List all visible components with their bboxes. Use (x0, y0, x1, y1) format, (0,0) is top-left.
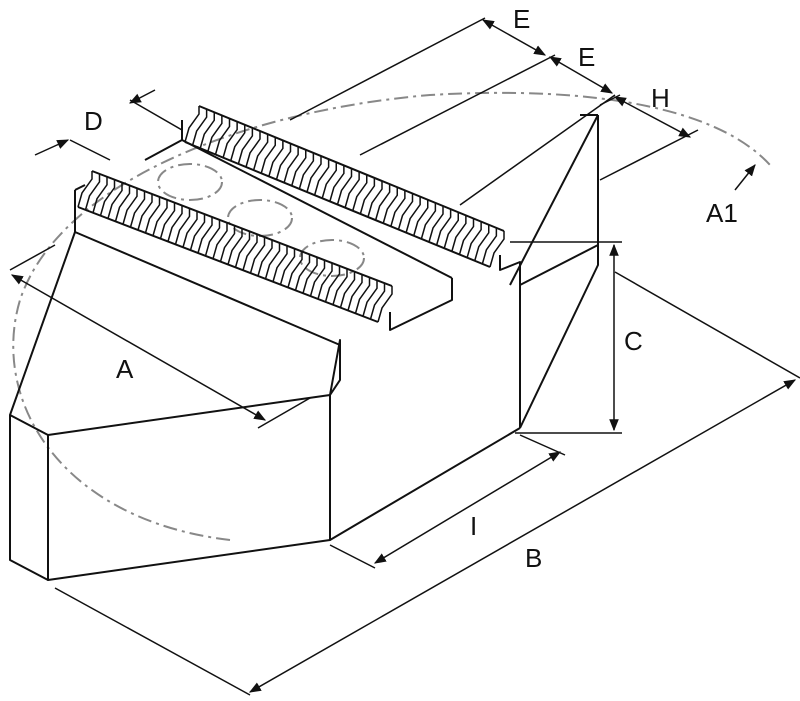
a1-centerline (12, 91, 771, 541)
tooth (242, 234, 258, 271)
tooth (369, 283, 386, 320)
tooth (212, 222, 228, 259)
tooth (339, 271, 356, 308)
tooth (390, 190, 406, 227)
tooth (362, 280, 378, 317)
tooth (474, 224, 490, 261)
tooth (309, 260, 326, 297)
tooth (466, 221, 482, 258)
tooth (275, 143, 292, 180)
tooth (257, 240, 273, 277)
tooth (197, 217, 213, 254)
label-e-2: E (578, 42, 595, 72)
tooth (413, 199, 429, 236)
tooth (420, 202, 437, 240)
tooth (159, 202, 176, 239)
tooth (144, 196, 161, 234)
tooth (283, 146, 299, 183)
tooth (359, 177, 376, 215)
tooth (458, 218, 475, 255)
tooth (321, 162, 337, 199)
tooth (279, 248, 296, 285)
tooth (306, 156, 322, 193)
tooth-strip-front (77, 170, 393, 323)
tooth (377, 286, 393, 323)
tooth (352, 174, 368, 211)
tooth (336, 168, 353, 205)
tooth (84, 173, 101, 211)
tooth (174, 208, 191, 245)
tooth (234, 231, 251, 268)
tooth (199, 112, 215, 149)
tooth (481, 227, 498, 265)
tooth (347, 274, 363, 311)
tooth (489, 231, 505, 268)
tooth (191, 109, 208, 146)
tooth (219, 225, 236, 262)
tooth (245, 131, 261, 168)
tooth (443, 212, 459, 249)
tooth (264, 242, 281, 280)
serrated-teeth (77, 105, 505, 323)
tooth (227, 228, 243, 265)
tooth (294, 254, 311, 291)
label-a: A (116, 354, 134, 384)
tooth (344, 171, 360, 208)
tooth (428, 206, 444, 243)
tooth (249, 237, 266, 274)
tooth (107, 182, 123, 219)
tooth (182, 211, 198, 248)
tooth (367, 181, 383, 218)
tooth-strip-edge (77, 170, 393, 323)
tooth (137, 194, 153, 231)
dimension-lines (9, 17, 800, 696)
tooth (268, 140, 284, 177)
tooth (287, 251, 303, 288)
label-i: I (470, 511, 477, 541)
label-a1: A1 (706, 198, 738, 228)
tooth (451, 215, 467, 252)
tooth (317, 263, 333, 300)
tooth (354, 277, 371, 314)
tooth (302, 257, 318, 294)
tooth (324, 265, 341, 303)
tooth (397, 193, 414, 230)
tooth (122, 188, 138, 225)
tooth (329, 165, 345, 202)
label-c: C (624, 326, 643, 356)
tooth (189, 214, 206, 251)
tooth (129, 191, 146, 228)
tooth (291, 149, 307, 186)
label-b: B (525, 543, 542, 573)
tooth (313, 159, 330, 196)
tooth (204, 219, 221, 257)
tooth (260, 137, 276, 174)
tooth (92, 176, 108, 213)
tooth (214, 118, 231, 155)
tooth-strip-edge (184, 105, 505, 268)
tooth (382, 187, 398, 224)
tooth (222, 121, 238, 158)
tooth (114, 185, 131, 222)
tooth (152, 199, 168, 236)
tooth (435, 209, 452, 246)
tooth (167, 205, 183, 242)
tooth (298, 152, 315, 190)
tooth (230, 124, 246, 161)
label-h: H (651, 83, 670, 113)
tooth (207, 115, 223, 152)
tooth (252, 134, 269, 171)
tooth (374, 184, 391, 221)
tooth (405, 196, 421, 233)
tooth (237, 127, 254, 165)
tooth (184, 106, 200, 143)
tooth (77, 171, 93, 208)
label-e-1: E (513, 4, 530, 34)
tooth (272, 245, 288, 282)
tooth (332, 268, 348, 305)
tooth-strip-rear (184, 105, 505, 268)
tooth (99, 179, 116, 216)
label-d: D (84, 106, 103, 136)
